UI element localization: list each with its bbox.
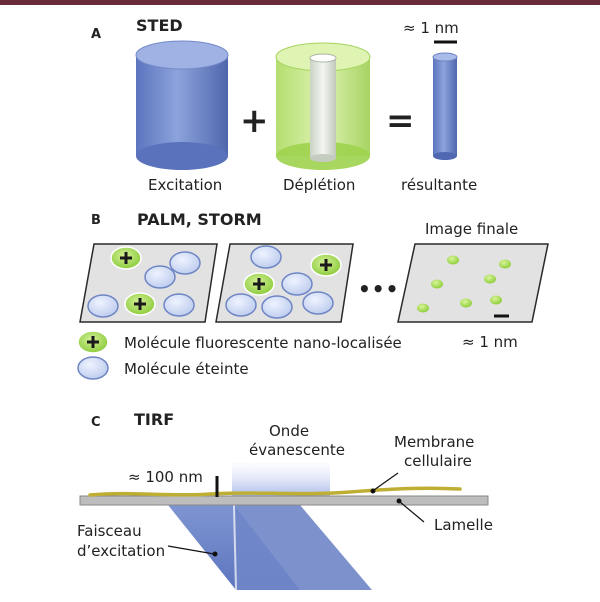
section-a-sted: A STED + = ≈ 1 nm Excitation Dépléti <box>91 16 477 194</box>
molecule-off <box>87 294 119 318</box>
label-result: résultante <box>401 176 477 194</box>
result-cylinder <box>432 52 458 160</box>
molecule-off <box>281 272 313 296</box>
wave-label-line2: évanescente <box>249 441 345 459</box>
plus-sign: + <box>240 101 269 141</box>
beam-label-line1: Faisceau <box>77 522 142 540</box>
membrane-label-line2: cellulaire <box>404 452 472 470</box>
lamelle-pointer <box>399 501 425 523</box>
legend-fluorescent-label: Molécule fluorescente nano-localisée <box>124 334 402 352</box>
beam-pointer <box>167 545 215 555</box>
frame-panel-1 <box>79 243 218 323</box>
section-b-palm-storm: B PALM, STORM Image finale <box>77 210 549 380</box>
final-image-panel <box>397 243 549 323</box>
wave-label-line1: Onde <box>269 422 309 440</box>
molecule-off <box>169 251 201 275</box>
legend-off-label: Molécule éteinte <box>124 360 249 378</box>
membrane-label-line1: Membrane <box>394 433 474 451</box>
section-c-letter: C <box>91 415 101 430</box>
lamelle <box>79 495 489 506</box>
equals-sign: = <box>386 101 415 141</box>
molecule-off <box>144 265 176 289</box>
scale-label-b: ≈ 1 nm <box>462 333 518 351</box>
depletion-cylinder <box>275 42 371 170</box>
section-b-title: PALM, STORM <box>137 210 262 229</box>
sequence-ellipsis: ••• <box>358 277 399 301</box>
localized-point <box>431 279 443 289</box>
molecule-fluorescent <box>310 253 342 277</box>
lamelle-label: Lamelle <box>434 516 493 534</box>
localized-point <box>484 274 496 284</box>
cell-membrane <box>88 486 462 497</box>
excitation-cylinder <box>135 40 229 170</box>
molecule-off <box>163 293 195 317</box>
molecule-off <box>225 293 257 317</box>
legend-fluorescent: Molécule fluorescente nano-localisée <box>77 330 402 354</box>
molecule-off <box>302 291 334 315</box>
localized-point <box>447 255 459 265</box>
section-c-tirf: C TIRF Onde évanescente Membrane cellula… <box>77 410 493 591</box>
membrane-pointer <box>373 472 399 491</box>
molecule-fluorescent <box>124 292 156 316</box>
section-a-letter: A <box>91 27 101 42</box>
size-label-a: ≈ 1 nm <box>403 19 459 37</box>
molecule-fluorescent <box>243 272 275 296</box>
section-b-letter: B <box>91 213 101 228</box>
label-depletion: Déplétion <box>283 176 355 194</box>
section-a-title: STED <box>136 16 183 35</box>
label-excitation: Excitation <box>148 176 222 194</box>
beam-label-line2: d’excitation <box>77 542 165 560</box>
molecule-fluorescent <box>110 246 142 270</box>
top-bar <box>0 0 600 5</box>
molecule-off <box>261 295 293 319</box>
molecule-off <box>250 245 282 269</box>
final-image-label: Image finale <box>425 220 518 238</box>
depth-label: ≈ 100 nm <box>128 468 203 486</box>
localized-point <box>417 303 429 313</box>
frame-panel-2 <box>215 243 354 323</box>
excitation-beam-reflected <box>234 505 372 590</box>
section-c-title: TIRF <box>134 410 174 429</box>
localized-point <box>499 259 511 269</box>
localized-point <box>460 298 472 308</box>
localized-point <box>490 295 502 305</box>
legend-off: Molécule éteinte <box>77 356 249 380</box>
